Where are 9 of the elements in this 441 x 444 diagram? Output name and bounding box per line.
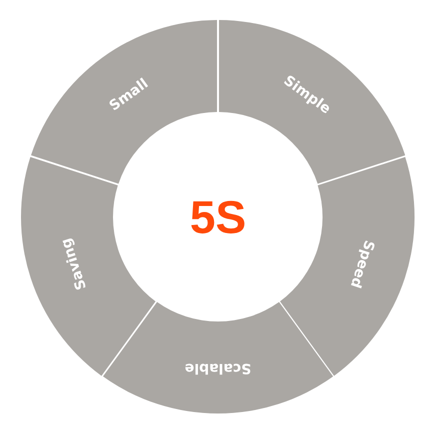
ring-segment <box>21 156 156 376</box>
segment-label: Saving <box>59 236 90 292</box>
ring-segment <box>280 156 415 376</box>
ring-segment <box>102 302 334 414</box>
segment-label: Speed <box>347 238 376 290</box>
segment-label: Scalable <box>184 360 252 375</box>
center-label: 5S <box>190 194 246 240</box>
ring-segment <box>30 20 218 184</box>
ring-segment <box>218 20 406 184</box>
